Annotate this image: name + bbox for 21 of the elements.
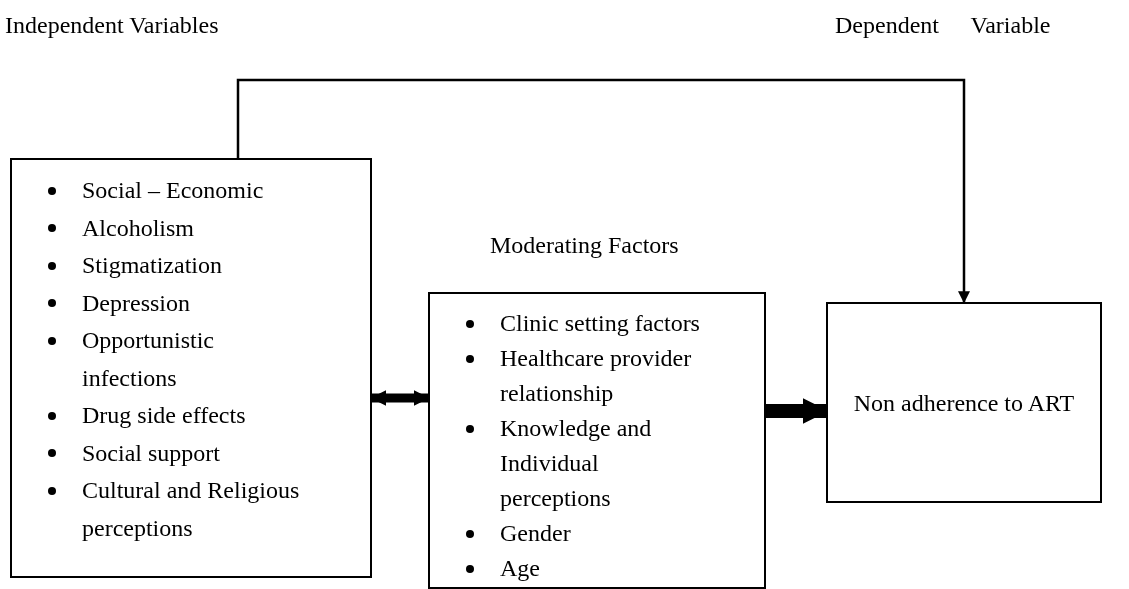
outcome-text: Non adherence to ART: [852, 388, 1076, 418]
list-text: Age: [500, 555, 540, 581]
list-text: Social support: [82, 439, 220, 466]
list-text: Opportunistic infections: [82, 327, 214, 391]
factor-box: [826, 302, 1102, 503]
list-text: Gender: [500, 520, 571, 546]
list-text: Drug side effects: [82, 402, 246, 428]
list-text: Depression: [82, 289, 190, 316]
list-text: Healthcare provider relationship: [500, 345, 692, 406]
factor-box: [428, 292, 766, 589]
list-text: Social – Economic: [82, 177, 264, 203]
heading: Independent Variables: [5, 12, 219, 39]
factor-box: [10, 158, 372, 578]
list-text: Knowledge and Individual perceptions: [500, 415, 652, 511]
arrow: [236, 78, 970, 304]
list-text: Alcoholism: [82, 214, 194, 241]
heading: Dependent Variable: [835, 12, 1051, 39]
list-text: Cultural and Religious perceptions: [82, 477, 300, 541]
list-text: Stigmatization: [82, 252, 222, 278]
heading: Moderating Factors: [490, 232, 679, 259]
list-text: Clinic setting factors: [500, 310, 700, 336]
